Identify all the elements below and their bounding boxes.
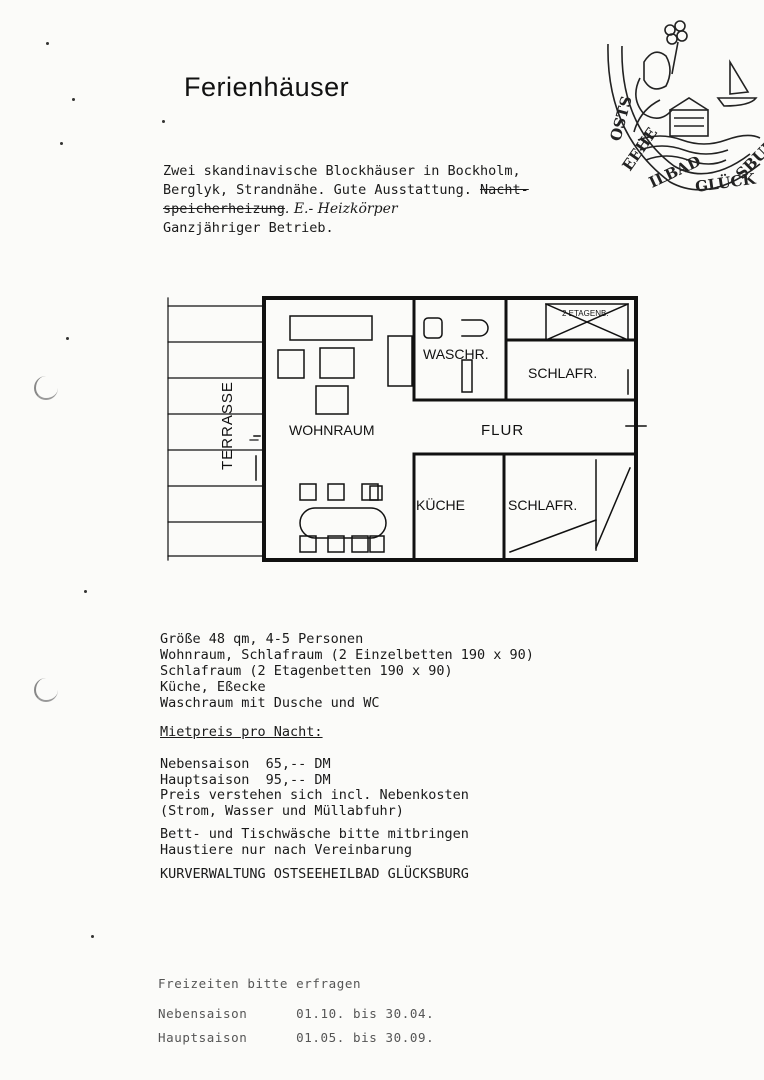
details-block: Größe 48 qm, 4-5 Personen Wohnraum, Schl… bbox=[160, 631, 534, 711]
intro-line-2: Berglyk, Strandnähe. Gute Ausstattung. bbox=[163, 182, 480, 198]
note-line: Haustiere nur nach Vereinbarung bbox=[160, 842, 412, 858]
page-title: Ferienhäuser bbox=[184, 72, 350, 102]
intro-line-4: Ganzjähriger Betrieb. bbox=[163, 220, 334, 236]
label-etagenbetten: 2 ETAGENB. bbox=[562, 309, 609, 318]
scan-speck bbox=[46, 42, 49, 45]
prices-block: Mietpreis pro Nacht: Nebensaison 65,-- D… bbox=[160, 724, 331, 788]
scan-speck bbox=[162, 120, 165, 123]
label-kueche: KÜCHE bbox=[416, 496, 465, 513]
note-line: (Strom, Wasser und Müllabfuhr) bbox=[160, 803, 404, 819]
detail-line: Wohnraum, Schlafraum (2 Einzelbetten 190… bbox=[160, 647, 534, 663]
scan-speck bbox=[66, 337, 69, 340]
intro-paragraph: Zwei skandinavische Blockhäuser in Bockh… bbox=[163, 162, 529, 238]
label-terrasse: TERRASSE bbox=[219, 381, 236, 470]
punch-hole bbox=[34, 678, 58, 702]
price-nebensaison: Nebensaison 65,-- DM bbox=[160, 756, 331, 772]
footer-nebensaison: Nebensaison 01.10. bis 30.04. bbox=[158, 1006, 435, 1021]
label-flur: FLUR bbox=[481, 422, 524, 439]
scan-speck bbox=[91, 935, 94, 938]
scan-speck bbox=[72, 98, 75, 101]
label-schlafraum-top: SCHLAFR. bbox=[528, 365, 597, 381]
intro-line-2-struck: Nacht- bbox=[479, 182, 529, 198]
label-waschraum: WASCHR. bbox=[423, 346, 489, 362]
svg-text:OSTS: OSTS bbox=[606, 94, 635, 143]
prices-heading: Mietpreis pro Nacht: bbox=[160, 724, 323, 740]
footer-hauptsaison: Hauptsaison 01.05. bis 30.09. bbox=[158, 1030, 435, 1045]
gluecksburg-seal-logo: OSTS EEHE ILBAD GLÜCK SBURG bbox=[606, 20, 764, 196]
punch-hole bbox=[34, 376, 58, 400]
intro-line-1: Zwei skandinavische Blockhäuser in Bockh… bbox=[163, 163, 521, 179]
notes-block-1: Preis verstehen sich incl. Nebenkosten (… bbox=[160, 787, 469, 819]
intro-line-3-struck: speicherheizung bbox=[163, 201, 285, 217]
label-wohnraum: WOHNRAUM bbox=[289, 422, 375, 438]
scan-speck bbox=[60, 142, 63, 145]
kurverwaltung-line: KURVERWALTUNG OSTSEEHEILBAD GLÜCKSBURG bbox=[160, 866, 469, 882]
detail-line: Schlafraum (2 Etagenbetten 190 x 90) bbox=[160, 663, 453, 679]
handwritten-correction: . E.- Heizkörper bbox=[284, 201, 398, 217]
detail-line: Waschraum mit Dusche und WC bbox=[160, 695, 380, 711]
detail-line: Küche, Eßecke bbox=[160, 679, 266, 695]
note-line: Bett- und Tischwäsche bitte mitbringen bbox=[160, 826, 469, 842]
price-hauptsaison: Hauptsaison 95,-- DM bbox=[160, 772, 331, 788]
note-line: Preis verstehen sich incl. Nebenkosten bbox=[160, 787, 469, 803]
notes-block-2: Bett- und Tischwäsche bitte mitbringen H… bbox=[160, 826, 469, 858]
detail-line: Größe 48 qm, 4-5 Personen bbox=[160, 631, 364, 647]
label-schlafraum-bottom: SCHLAFR. bbox=[508, 497, 577, 513]
footer-heading: Freizeiten bitte erfragen bbox=[158, 976, 362, 991]
scan-speck bbox=[84, 590, 87, 593]
floor-plan: WOHNRAUM WASCHR. SCHLAFR. 2 ETAGENB. FLU… bbox=[167, 296, 647, 562]
